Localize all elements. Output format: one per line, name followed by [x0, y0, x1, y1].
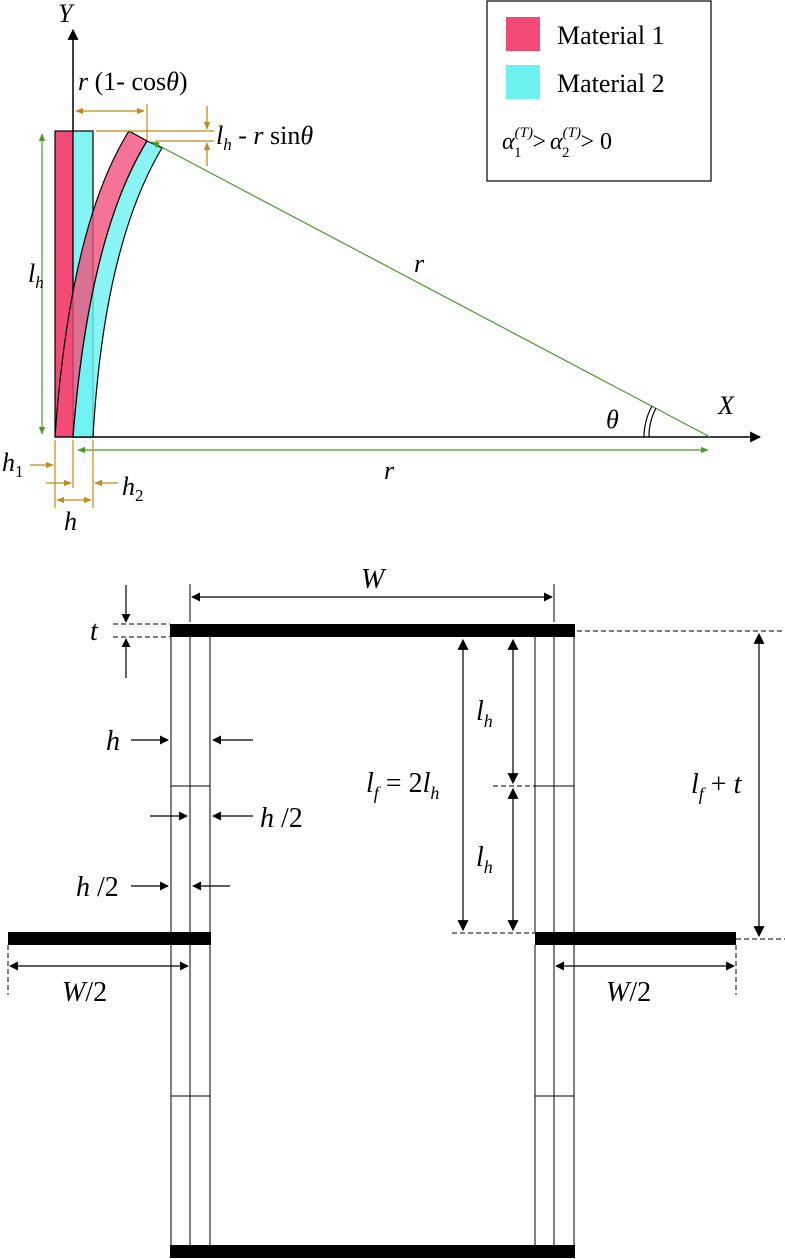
radius-label: r — [414, 249, 425, 278]
bottom-diagram: W t h h /2 h /2 lf = 2lh lh lh — [7, 564, 785, 1258]
h-half-label-1: h /2 — [260, 803, 303, 834]
right-arm-plate — [535, 932, 736, 945]
lf-label: lf = 2lh — [366, 768, 439, 803]
bottom-plate — [170, 1245, 575, 1258]
h-width-label: h — [106, 726, 120, 757]
theta-arc-inner — [643, 405, 653, 438]
W2-left-label: W/2 — [62, 977, 107, 1008]
legend: Material 1 Material 2 α(T)1>α(T)2> 0 — [486, 0, 712, 182]
theta-arc-outer — [648, 407, 657, 438]
lh-lower-label: lh — [476, 842, 493, 877]
radius-line — [151, 141, 711, 438]
h-half-label-2: h /2 — [76, 872, 119, 903]
legend-swatch-material1 — [506, 17, 540, 51]
legend-label-material2: Material 2 — [557, 69, 665, 98]
W-label: W — [361, 564, 387, 595]
legend-inequality: α(T)1>α(T)2> 0 — [502, 125, 612, 161]
left-arm-plate — [8, 932, 211, 945]
x-axis-label: X — [717, 391, 735, 420]
y-axis-label: Y — [58, 0, 75, 28]
W2-right-label: W/2 — [606, 977, 651, 1008]
t-label: t — [90, 616, 99, 647]
r-horizontal-label: r — [384, 456, 395, 485]
lh-upper-label: lh — [476, 696, 493, 731]
h-label: h — [64, 507, 77, 536]
legend-swatch-material2 — [506, 65, 540, 99]
top-diagram: Y X lh r r θ r (1- cosθ) lh - r sinθ — [2, 0, 762, 536]
lft-label: lf + t — [691, 769, 743, 804]
legend-label-material1: Material 1 — [557, 21, 665, 50]
h2-label: h2 — [122, 472, 144, 505]
left-column — [170, 637, 211, 1245]
lhrsin-label: lh - r sinθ — [216, 121, 313, 154]
lh-label: lh — [28, 259, 44, 292]
rcos-label: r (1- cosθ) — [78, 67, 188, 96]
top-plate — [170, 624, 575, 637]
theta-label: θ — [606, 405, 619, 434]
h1-label: h1 — [2, 448, 24, 481]
right-column — [534, 637, 575, 1245]
material2-strip-bent — [72, 140, 163, 438]
